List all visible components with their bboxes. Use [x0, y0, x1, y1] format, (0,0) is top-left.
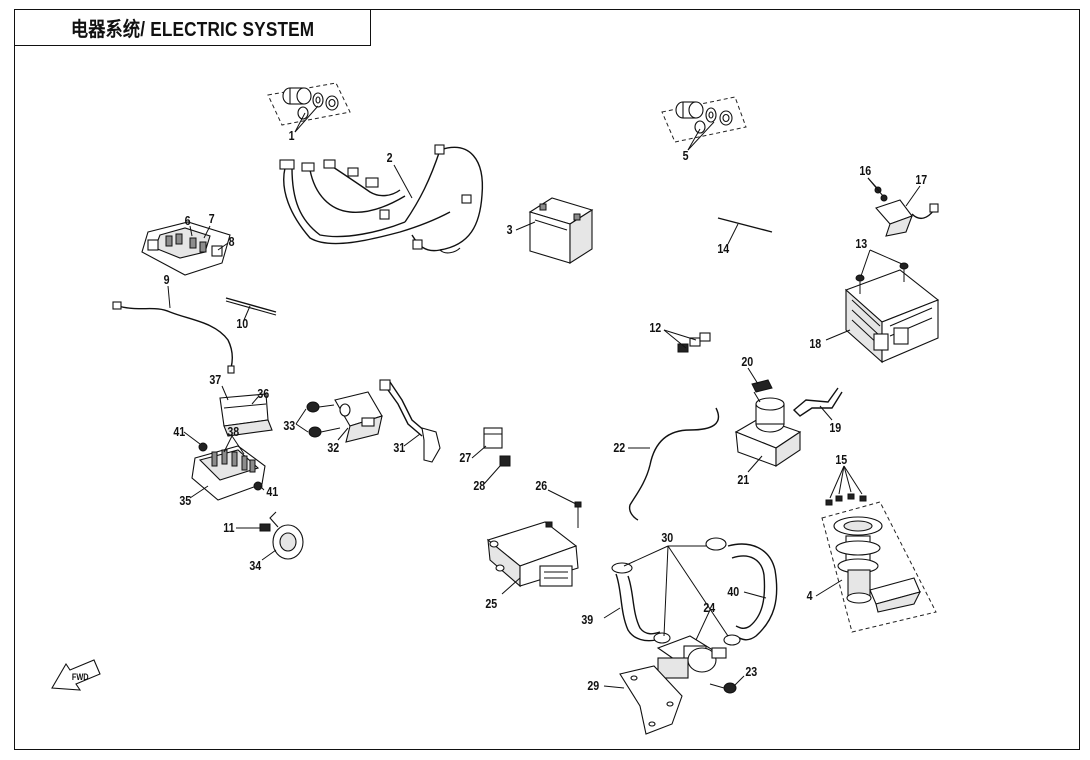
callout-27: 27 — [459, 450, 471, 465]
callout-20: 20 — [741, 354, 753, 369]
part-11-bolt — [252, 523, 271, 532]
callout-7: 7 — [209, 211, 215, 226]
part-22-cable — [628, 407, 720, 521]
callout-16: 16 — [859, 163, 871, 178]
part-12-clip — [677, 332, 711, 353]
callout-1: 1 — [289, 128, 295, 143]
part-31-spark-plug-lead — [379, 379, 441, 463]
callout-24: 24 — [703, 600, 715, 615]
callout-11: 11 — [223, 520, 235, 535]
part-4-fuel-pump — [821, 501, 937, 633]
part-26-screw — [545, 501, 582, 528]
callout-34: 34 — [249, 558, 261, 573]
part-27-relay — [483, 427, 503, 449]
part-28-bracket — [499, 455, 511, 467]
callout-4: 4 — [807, 588, 813, 603]
callout-8: 8 — [229, 234, 235, 249]
callout-22: 22 — [613, 440, 625, 455]
callout-6: 6 — [185, 213, 191, 228]
callout-38: 38 — [227, 424, 239, 439]
part-5-seal-kit — [661, 96, 747, 143]
callout-29: 29 — [587, 678, 599, 693]
part-3-battery — [528, 197, 594, 265]
part-2-wiring-harness — [279, 144, 484, 254]
part-18-voltage-regulator — [844, 269, 940, 364]
callout-32: 32 — [327, 440, 339, 455]
part-14-cable-tie — [717, 217, 773, 233]
part-39-hose — [615, 573, 661, 642]
part-34-horn — [269, 511, 304, 560]
callout-41a: 41 — [173, 424, 185, 439]
callout-14: 14 — [717, 241, 729, 256]
callout-33: 33 — [283, 418, 295, 433]
part-10-strap — [225, 297, 277, 316]
callout-3: 3 — [507, 222, 513, 237]
part-24-fuel-pump-unit — [656, 635, 727, 679]
callout-12: 12 — [649, 320, 661, 335]
callout-17: 17 — [915, 172, 927, 187]
callout-40: 40 — [727, 584, 739, 599]
part-33-bolt — [306, 401, 341, 438]
part-30-clamp — [611, 537, 741, 646]
part-13-bolt — [855, 262, 909, 294]
callout-39: 39 — [581, 612, 593, 627]
callout-5: 5 — [683, 148, 689, 163]
callout-9: 9 — [164, 272, 170, 287]
callout-36: 36 — [257, 386, 269, 401]
fwd-label: FWD — [72, 672, 89, 682]
callout-23: 23 — [745, 664, 757, 679]
callout-35: 35 — [179, 493, 191, 508]
title-box: 电器系统/ ELECTRIC SYSTEM — [14, 9, 371, 46]
part-21-starter-relay — [734, 391, 802, 468]
part-9-wire — [112, 301, 235, 374]
callout-37: 37 — [209, 372, 221, 387]
callout-30: 30 — [661, 530, 673, 545]
part-25-ecu — [486, 521, 579, 588]
callout-31: 31 — [393, 440, 405, 455]
part-15-screw — [825, 493, 867, 506]
callout-18: 18 — [809, 336, 821, 351]
callout-41b: 41 — [266, 484, 278, 499]
part-8-relay-block — [141, 221, 231, 276]
part-36-fuse-box-cover — [219, 393, 273, 437]
callout-19: 19 — [829, 420, 841, 435]
part-29-bracket — [619, 665, 683, 735]
part-20-cover — [751, 379, 773, 393]
page-title: 电器系统/ ELECTRIC SYSTEM — [70, 19, 315, 41]
callout-21: 21 — [737, 472, 749, 487]
callout-10: 10 — [236, 316, 248, 331]
forward-arrow-icon: FWD — [51, 659, 101, 691]
callout-15: 15 — [835, 452, 847, 467]
callout-25: 25 — [485, 596, 497, 611]
part-17-sensor — [875, 199, 939, 237]
part-40-hose — [727, 543, 778, 641]
part-23-bolt — [709, 682, 737, 694]
part-35-fuse-box — [191, 442, 266, 501]
callout-13: 13 — [855, 236, 867, 251]
part-32-ignition-coil — [334, 391, 383, 443]
callout-26: 26 — [535, 478, 547, 493]
diagram-frame — [14, 9, 1080, 750]
callout-28: 28 — [473, 478, 485, 493]
part-19-bracket — [792, 387, 843, 417]
part-1-seal-kit — [267, 82, 351, 126]
callout-2: 2 — [387, 150, 393, 165]
